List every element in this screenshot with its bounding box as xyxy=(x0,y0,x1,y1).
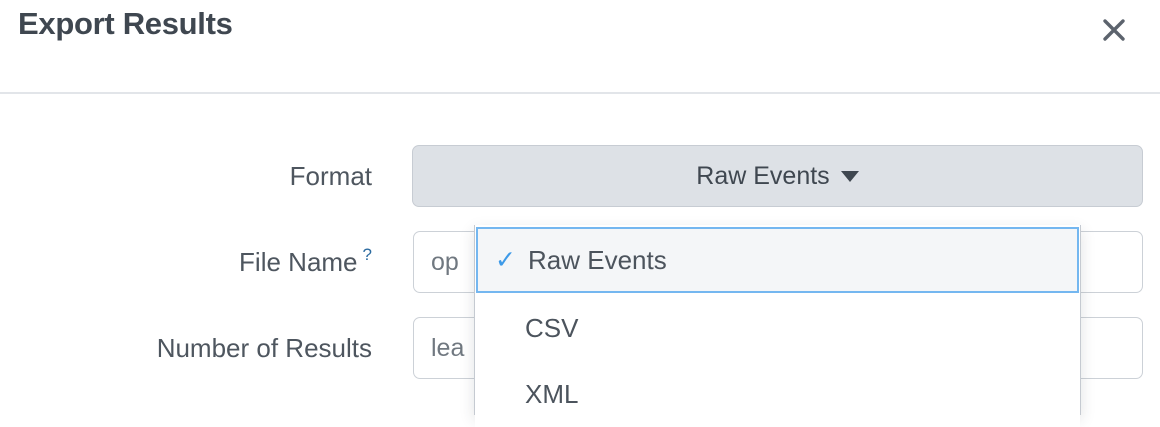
label-file-name-text: File Name xyxy=(239,246,358,277)
check-icon: ✓ xyxy=(495,246,516,274)
label-format-text: Format xyxy=(289,160,372,191)
dropdown-pointer xyxy=(295,0,321,1)
page-title: Export Results xyxy=(18,6,233,41)
dropdown-option-label: Raw Events xyxy=(528,244,667,275)
format-select-value: Raw Events xyxy=(696,161,830,190)
close-icon xyxy=(1100,16,1128,44)
label-number-of-results-text: Number of Results xyxy=(156,332,372,363)
dropdown-option-xml[interactable]: XML xyxy=(475,361,1080,427)
help-icon[interactable]: ? xyxy=(362,245,372,264)
label-format: Format xyxy=(0,145,372,207)
dropdown-option-csv[interactable]: CSV xyxy=(475,295,1080,361)
dropdown-option-label: CSV xyxy=(525,312,579,343)
close-button[interactable] xyxy=(1092,8,1136,52)
dropdown-option-raw-events[interactable]: ✓ Raw Events xyxy=(476,227,1079,293)
form-row-format: Format Raw Events xyxy=(0,145,1160,207)
modal-header: Export Results xyxy=(0,0,1160,94)
dropdown-option-label: XML xyxy=(525,378,579,409)
format-dropdown-menu: ✓ Raw Events CSV XML xyxy=(474,225,1081,427)
label-number-of-results: Number of Results xyxy=(0,317,372,379)
format-select-button[interactable]: Raw Events xyxy=(412,145,1143,207)
chevron-down-icon xyxy=(840,170,859,182)
label-file-name: File Name ? xyxy=(0,231,372,293)
